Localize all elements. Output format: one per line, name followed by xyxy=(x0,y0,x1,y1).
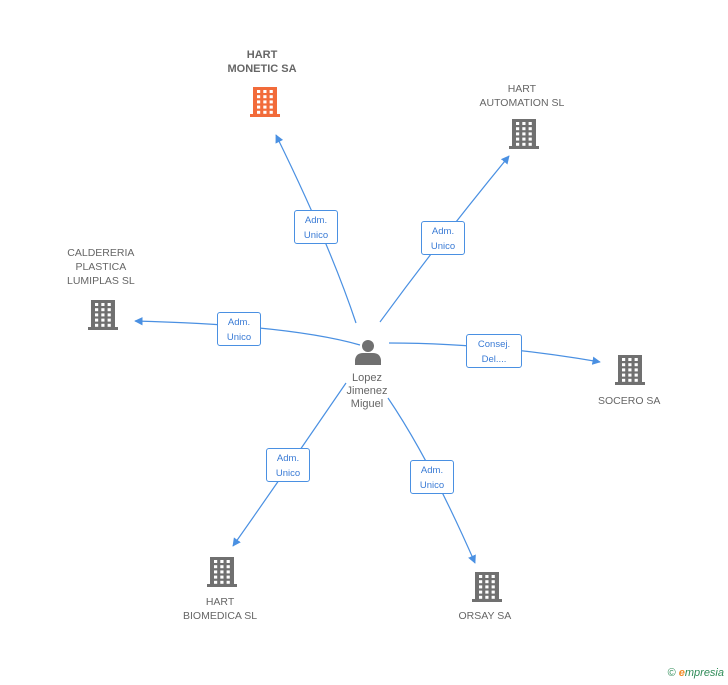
company-label-hart-monetic[interactable]: HART MONETIC SA xyxy=(228,48,297,76)
person-label-line: Miguel xyxy=(350,398,384,410)
company-label-hart-monetic-line: HART xyxy=(246,49,278,61)
relation-label-caldereria[interactable]: Adm. Unico xyxy=(217,312,261,346)
building-icon-caldereria[interactable] xyxy=(88,300,118,330)
relation-label-orsay[interactable]: Adm. Unico xyxy=(410,460,454,494)
building-icon-hart-monetic[interactable] xyxy=(250,87,280,117)
empresia-logo-text: mpresia xyxy=(684,667,724,679)
relation-label-socero[interactable]: Consej. Del.... xyxy=(466,334,522,368)
company-label-hart-biomedica[interactable]: HART BIOMEDICA SL xyxy=(183,595,257,623)
relation-label-line: Unico xyxy=(226,332,252,343)
building-icon-orsay[interactable] xyxy=(472,572,502,602)
relation-label-line: Adm. xyxy=(420,465,444,476)
relation-label-line: Consej. xyxy=(477,339,511,350)
person-label-line: Lopez xyxy=(351,372,382,384)
empresia-credit[interactable]: ©empresia xyxy=(668,667,724,679)
company-label-caldereria-line: PLASTICA xyxy=(75,261,127,273)
empresia-logo-initial: e xyxy=(678,667,685,679)
copyright-symbol: © xyxy=(667,667,676,679)
company-label-socero[interactable]: SOCERO SA xyxy=(598,394,660,408)
company-label-caldereria[interactable]: CALDERERIA PLASTICA LUMIPLAS SL xyxy=(67,246,135,288)
relation-label-hart-monetic[interactable]: Adm. Unico xyxy=(294,210,338,244)
company-label-hart-automation[interactable]: HART AUTOMATION SL xyxy=(480,82,565,110)
company-label-hart-automation-line: HART xyxy=(507,83,537,95)
person-icon[interactable] xyxy=(355,340,381,365)
relation-label-line: Del.... xyxy=(481,354,507,365)
company-label-hart-biomedica-line: HART xyxy=(205,596,235,608)
company-label-caldereria-line: LUMIPLAS SL xyxy=(67,275,135,287)
relation-label-line: Adm. xyxy=(227,317,251,328)
relation-edge-caldereria xyxy=(134,316,361,346)
relation-label-line: Unico xyxy=(430,241,456,252)
relation-label-line: Adm. xyxy=(276,453,300,464)
relation-label-line: Adm. xyxy=(304,215,328,226)
relation-label-hart-automation[interactable]: Adm. Unico xyxy=(421,221,465,255)
building-icon-hart-biomedica[interactable] xyxy=(207,557,237,587)
company-label-socero-line: SOCERO SA xyxy=(598,395,661,407)
company-label-caldereria-line: CALDERERIA xyxy=(67,247,135,259)
relation-label-line: Unico xyxy=(275,468,301,479)
relation-label-line: Unico xyxy=(303,230,329,241)
relation-label-hart-biomedica[interactable]: Adm. Unico xyxy=(266,448,310,482)
relation-label-line: Adm. xyxy=(431,226,455,237)
company-label-orsay[interactable]: ORSAY SA xyxy=(459,609,512,623)
relation-label-line: Unico xyxy=(419,480,445,491)
company-label-orsay-line: ORSAY SA xyxy=(458,610,512,622)
company-label-hart-biomedica-line: BIOMEDICA SL xyxy=(183,610,258,622)
company-label-hart-monetic-line: MONETIC SA xyxy=(227,63,297,75)
person-label-line: Jimenez xyxy=(346,385,388,397)
company-label-hart-automation-line: AUTOMATION SL xyxy=(479,97,565,109)
building-icon-socero[interactable] xyxy=(615,355,645,385)
building-icon-hart-automation[interactable] xyxy=(509,119,539,149)
